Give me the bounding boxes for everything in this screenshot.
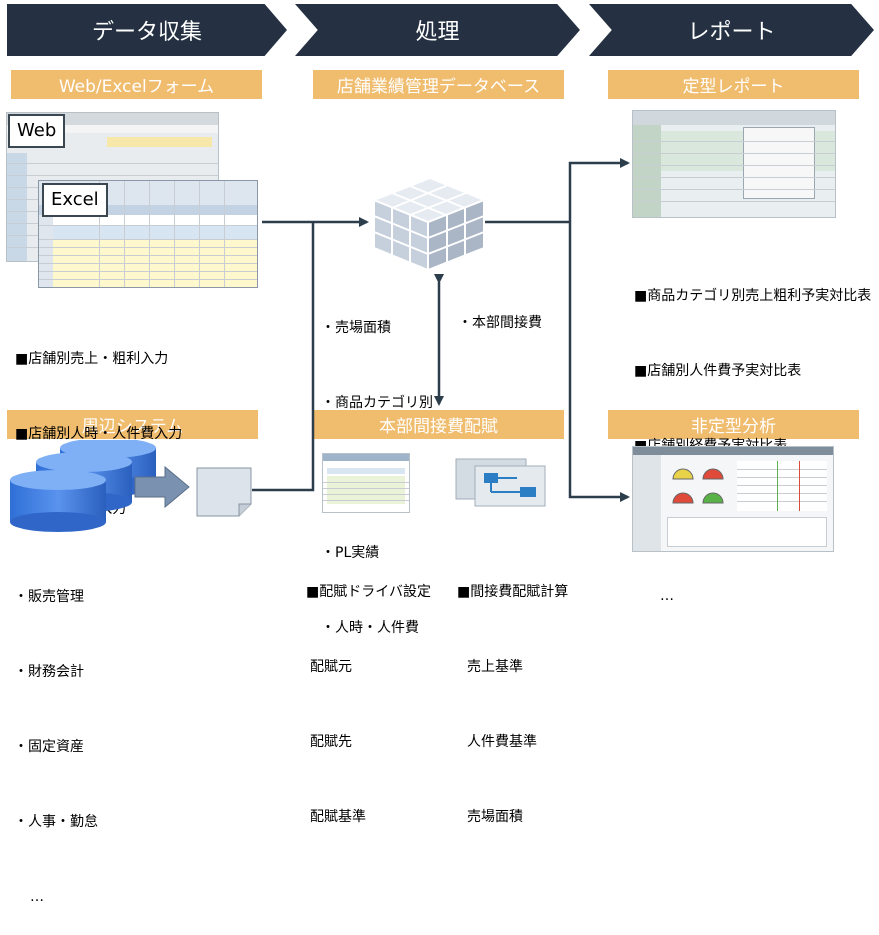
driver-item: 配賦元 (310, 659, 352, 675)
db-item: ・売場面積 (321, 320, 391, 336)
allocation-calc-icon (455, 458, 546, 507)
excel-tag: Excel (42, 183, 108, 217)
flow-arrows (252, 158, 630, 502)
input-item: ■店舗別売上・粗利入力 (15, 351, 169, 367)
driver-item: ■配賦ドライバ設定 (306, 584, 431, 600)
input-item: ■店舗別人時・人件費入力 (15, 426, 183, 442)
calc-item: 売上基準 (467, 659, 523, 675)
db-item: ・商品カテゴリ別 (321, 395, 433, 411)
fixed-report-list: ■商品カテゴリ別売上粗利予実対比表 ■店舗別人件費予実対比表 ■店舗別経費予実対… (634, 234, 871, 634)
system-item: ・販売管理 (14, 589, 84, 605)
stage-process: 処理 (295, 4, 580, 56)
fixed-report-screenshot (632, 110, 836, 218)
driver-setting-screenshot (322, 453, 410, 513)
system-item: ・固定資産 (14, 739, 84, 755)
calc-item: 売場面積 (467, 809, 523, 825)
driver-item: 配賦先 (310, 734, 352, 750)
overhead-note: ・本部間接費 (458, 315, 542, 331)
adhoc-analysis-label: 非定型分析 (608, 410, 859, 439)
calc-item: ■間接費配賦計算 (457, 584, 569, 600)
system-item: … (30, 889, 44, 905)
document-icon (196, 467, 252, 517)
arrow-to-fixed-report (568, 158, 630, 222)
transfer-arrow-icon (134, 465, 190, 509)
overhead-allocation-label: 本部間接費配賦 (313, 410, 564, 439)
form-label: Web/Excelフォーム (11, 70, 262, 99)
system-item: ・財務会計 (14, 664, 84, 680)
db-item: ・人時・人件費 (321, 620, 419, 636)
data-cube-icon (371, 176, 487, 272)
calc-item: 人件費基準 (467, 734, 537, 750)
peripheral-systems-label: 周辺システム (7, 410, 258, 439)
report-item: ■店舗別人件費予実対比表 (634, 363, 802, 379)
fixed-report-label: 定型レポート (608, 70, 859, 99)
gauge-icons (672, 468, 724, 504)
allocation-calc-list: ■間接費配賦計算 売上基準 人件費基準 売場面積 (457, 530, 568, 855)
arrow-to-adhoc (568, 222, 630, 502)
stage-report: レポート (589, 4, 874, 56)
database-icon (10, 440, 156, 532)
system-item: ・人事・勤怠 (14, 814, 98, 830)
driver-item: 配賦基準 (310, 809, 366, 825)
report-item: … (660, 588, 674, 604)
arrow-systems-to-db (252, 222, 315, 492)
driver-settings-list: ■配賦ドライバ設定 配賦元 配賦先 配賦基準 (306, 530, 431, 855)
db-item: ・PL実績 (321, 545, 380, 561)
stage-collect: データ収集 (7, 4, 287, 56)
report-item: ■商品カテゴリ別売上粗利予実対比表 (634, 288, 872, 304)
adhoc-analysis-screenshot (632, 446, 834, 552)
database-label: 店舗業績管理データベース (313, 70, 564, 99)
systems-list: ・販売管理 ・財務会計 ・固定資産 ・人事・勤怠 … (14, 535, 98, 935)
web-tag: Web (8, 114, 66, 148)
